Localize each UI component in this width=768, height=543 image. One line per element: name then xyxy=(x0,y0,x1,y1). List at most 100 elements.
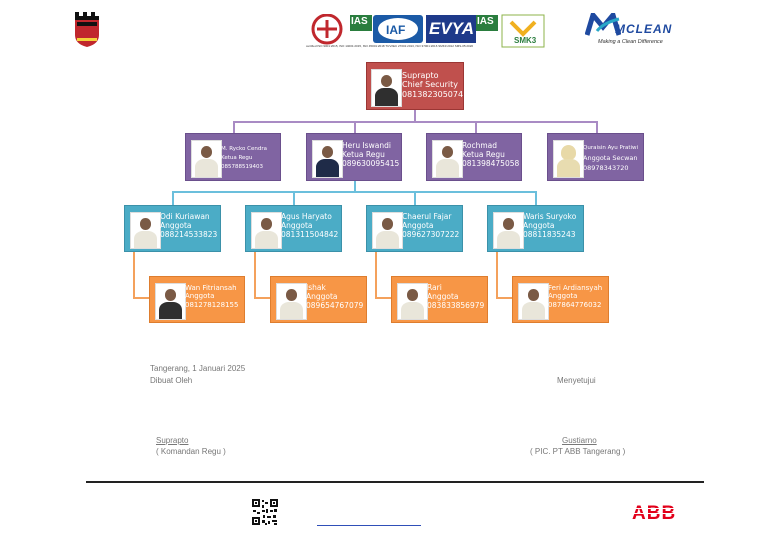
member-role: Anggota xyxy=(548,292,578,301)
org-card-member: Chaerul Fajar Anggota 089627307222 xyxy=(366,205,463,252)
connector xyxy=(233,121,235,133)
chief-name: Suprapto xyxy=(402,71,439,80)
org-card-chief: Suprapto Chief Security 081382305074 xyxy=(366,62,464,110)
org-card-member: Agus Haryato Anggota 081311504842 xyxy=(245,205,342,252)
certification-logos: IAS IAF EVYA IAS SMK3 certified ISO 9001… xyxy=(306,13,546,50)
connector xyxy=(375,252,377,298)
connector xyxy=(496,252,498,298)
leader-name: Quraisin Ayu Pratiwi xyxy=(583,145,639,151)
photo-member xyxy=(493,212,524,249)
made-by-label: Dibuat Oleh xyxy=(150,376,193,385)
connector xyxy=(535,191,537,205)
org-card-leader: Heru Iswandi Ketua Regu 089630095415 xyxy=(306,133,402,181)
leader-name: M. Rycko Cendra xyxy=(221,146,267,152)
chief-phone: 081382305074 xyxy=(402,89,464,99)
photo-member xyxy=(397,283,428,320)
member-name: Chaerul Fajar xyxy=(402,212,452,221)
photo-member xyxy=(155,283,186,320)
connector xyxy=(475,121,477,133)
leader-role: Ketua Regu xyxy=(462,149,505,159)
approved-label: Menyetujui xyxy=(557,376,596,385)
org-card-member: Rari Anggota 083833856979 xyxy=(391,276,488,323)
leader-phone: 08978343720 xyxy=(583,163,629,172)
brand-name: MCLEAN xyxy=(615,22,673,36)
connector xyxy=(172,191,536,193)
leader-name: Heru Iswandi xyxy=(342,141,391,150)
brand-tagline: Making a Clean Difference xyxy=(598,39,663,45)
member-phone: 081278128155 xyxy=(185,300,239,309)
ias-label-2: IAS xyxy=(477,16,494,27)
cert-caption: certified ISO 9001:2015, ISO 14001:2015,… xyxy=(306,44,474,48)
member-phone: 089627307222 xyxy=(402,229,460,239)
photo-leader xyxy=(432,140,463,178)
connector xyxy=(375,297,392,299)
member-phone: 081311504842 xyxy=(281,229,339,239)
connector xyxy=(293,191,295,205)
leader-role: Ketua Regu xyxy=(342,149,385,159)
member-name: Waris Suryoko xyxy=(523,212,577,221)
member-phone: 083833856979 xyxy=(427,300,485,310)
leader-phone: 089630095415 xyxy=(342,158,400,168)
member-phone: 089654767079 xyxy=(306,300,364,310)
connector xyxy=(133,297,150,299)
org-card-leader: Rochmad Ketua Regu 081398475058 xyxy=(426,133,522,181)
org-card-member: Feri Ardiansyah Anggota 087864776032 xyxy=(512,276,609,323)
org-card-leader: Quraisin Ayu Pratiwi Anggota Secwan 0897… xyxy=(547,133,644,181)
member-name: Agus Haryato xyxy=(281,212,332,221)
member-name: Ishak xyxy=(306,283,326,292)
leader-role: Ketua Regu xyxy=(221,154,253,161)
photo-leader xyxy=(191,140,222,178)
chief-role: Chief Security xyxy=(402,80,459,90)
member-role: Anggota xyxy=(523,220,555,230)
connector xyxy=(172,191,174,205)
member-name: Wan Fitriansah xyxy=(185,284,237,292)
photo-member xyxy=(276,283,307,320)
abb-logo: ABB xyxy=(631,501,689,523)
leader-role: Anggota Secwan xyxy=(583,153,638,162)
qr-code xyxy=(251,498,279,526)
company-shield-logo xyxy=(74,11,100,48)
member-phone: 08811835243 xyxy=(523,229,576,239)
photo-leader xyxy=(312,140,343,178)
member-name: Odi Kuriawan xyxy=(160,212,210,221)
right-signer-title: ( PIC. PT ABB Tangerang ) xyxy=(530,447,626,456)
org-card-member: Ishak Anggota 089654767079 xyxy=(270,276,367,323)
photo-chief xyxy=(371,69,402,107)
mclean-logo: MCLEAN Making a Clean Difference xyxy=(585,13,681,49)
left-signer-title: ( Komandan Regu ) xyxy=(156,447,226,456)
connector xyxy=(414,191,416,205)
member-name: Rari xyxy=(427,283,442,292)
photo-member xyxy=(518,283,549,320)
photo-member xyxy=(251,212,282,249)
connector xyxy=(354,181,356,192)
leader-phone: 081398475058 xyxy=(462,158,520,168)
connector xyxy=(496,297,513,299)
photo-member xyxy=(130,212,161,249)
evya-label: EVYA xyxy=(429,19,475,38)
footer-divider xyxy=(86,481,704,483)
leader-name: Rochmad xyxy=(462,141,498,150)
left-signer-name: Suprapto xyxy=(156,436,189,445)
connector xyxy=(254,297,271,299)
org-card-member: Odi Kuriawan Anggota 088214533823 xyxy=(124,205,221,252)
member-role: Anggota xyxy=(160,220,192,230)
member-role: Anggota xyxy=(427,291,459,301)
org-card-leader: M. Rycko Cendra Ketua Regu 085788519403 xyxy=(185,133,281,181)
photo-member xyxy=(372,212,403,249)
connector xyxy=(354,121,356,133)
connector xyxy=(596,121,598,133)
connector xyxy=(254,252,256,298)
connector xyxy=(414,110,416,122)
org-card-member: Waris Suryoko Anggota 08811835243 xyxy=(487,205,584,252)
member-phone: 088214533823 xyxy=(160,229,218,239)
connector xyxy=(133,252,135,298)
member-role: Anggota xyxy=(281,220,313,230)
member-role: Anggota xyxy=(185,292,215,301)
org-card-member: Wan Fitriansah Anggota 081278128155 xyxy=(149,276,245,323)
footer-link-line[interactable] xyxy=(317,525,421,526)
ias-label-1: IAS xyxy=(351,16,368,27)
member-role: Anggota xyxy=(306,291,338,301)
connector xyxy=(233,121,597,123)
member-role: Anggota xyxy=(402,220,434,230)
right-signer-name: Gustiarno xyxy=(562,436,597,445)
